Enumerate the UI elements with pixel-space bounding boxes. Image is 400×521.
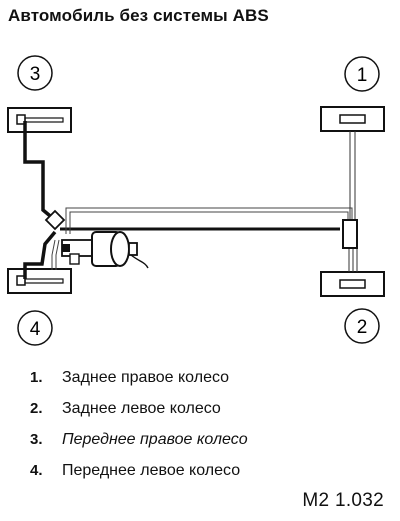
- rear-right-wheel: [320, 106, 385, 132]
- legend-item-3-number: 3.: [30, 431, 43, 448]
- legend-item-2-text: Заднее левое колесо: [62, 400, 221, 417]
- rear-junction-block: [342, 219, 358, 249]
- legend-item-4-number: 4.: [30, 462, 43, 479]
- wheel-marker-3-label: 3: [30, 64, 41, 85]
- wheel-marker-4: 4: [17, 310, 53, 346]
- rear-left-wheel: [320, 271, 385, 297]
- rear-axle-lines: [348, 131, 358, 272]
- wheel-marker-2-label: 2: [357, 317, 368, 338]
- legend-item-4-text: Переднее левое колесо: [62, 462, 241, 479]
- front-right-brake-line: [23, 121, 57, 222]
- legend-item-2: 2. Заднее левое колесо: [30, 400, 221, 418]
- brake-circuit-diagram: 3 1 4 2: [7, 55, 385, 346]
- wheel-marker-4-label: 4: [30, 319, 41, 340]
- legend-item-1: 1. Заднее правое колесо: [30, 369, 229, 387]
- wheel-marker-1-label: 1: [357, 65, 368, 86]
- diagram-title: Автомобиль без системы ABS: [8, 6, 269, 25]
- legend-item-1-number: 1.: [30, 369, 43, 386]
- wheel-marker-3: 3: [17, 55, 53, 91]
- legend-item-4: 4. Переднее левое колесо: [30, 462, 240, 480]
- secondary-brake-lines: [51, 207, 353, 270]
- legend-item-3-text: Переднее правое колесо: [62, 431, 248, 448]
- figure-code: M2 1.032: [302, 490, 384, 511]
- legend-item-1-text: Заднее правое колесо: [62, 369, 230, 386]
- front-right-wheel: [7, 107, 72, 133]
- front-left-brake-line: [23, 230, 57, 279]
- legend-item-2-number: 2.: [30, 400, 43, 417]
- front-left-wheel: [7, 268, 72, 294]
- wheel-marker-1: 1: [344, 56, 380, 92]
- wheel-marker-2: 2: [344, 308, 380, 344]
- legend-item-3: 3. Переднее правое колесо: [30, 431, 248, 449]
- master-cylinder: [61, 231, 149, 269]
- brake-distributor: [44, 209, 66, 231]
